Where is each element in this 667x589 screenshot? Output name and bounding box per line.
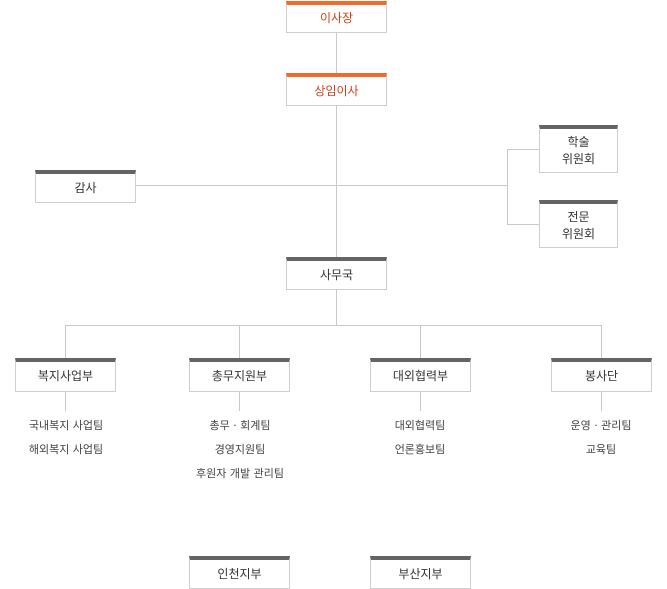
department-general-affairs-box: 총무지원부 [189, 358, 290, 392]
connector-department-bus [65, 325, 602, 326]
connector-committee-vertical [507, 149, 508, 225]
team-education: 교육팀 [585, 443, 617, 456]
executive-director-box: 상임이사 [286, 73, 387, 106]
department-external-cooperation-box: 대외협력부 [370, 358, 471, 392]
expert-committee-box: 전문 위원회 [539, 200, 618, 248]
branch-incheon-box: 인천지부 [189, 556, 290, 589]
team-donor-development: 후원자 개발 관리팀 [196, 467, 284, 480]
connector-department-volunteer [601, 325, 602, 359]
connector-auditor-committees [135, 185, 507, 186]
team-overseas-welfare: 해외복지 사업팀 [28, 443, 104, 456]
team-domestic-welfare: 국내복지 사업팀 [28, 419, 104, 432]
volunteer-corps-team-list: 운영 · 관리팀 교육팀 [521, 414, 667, 462]
connector-general-teams [239, 391, 240, 411]
team-public-relations: 언론홍보팀 [394, 443, 446, 456]
connector-welfare-teams [65, 391, 66, 411]
connector-external-teams [420, 391, 421, 411]
secretariat-box: 사무국 [286, 257, 387, 290]
welfare-team-list: 국내복지 사업팀 해외복지 사업팀 [0, 414, 146, 462]
connector-volunteer-teams [601, 391, 602, 411]
connector-academic-committee [507, 149, 539, 150]
team-general-accounting: 총무 · 회계팀 [209, 419, 271, 432]
team-operations-management: 운영 · 관리팀 [570, 419, 632, 432]
connector-expert-committee [507, 224, 539, 225]
connector-executive-secretariat [336, 105, 337, 258]
connector-department-external [420, 325, 421, 359]
academic-committee-box: 학술 위원회 [539, 125, 618, 173]
department-volunteer-corps-box: 봉사단 [551, 358, 652, 392]
external-cooperation-team-list: 대외협력팀 언론홍보팀 [340, 414, 500, 462]
general-affairs-team-list: 총무 · 회계팀 경영지원팀 후원자 개발 관리팀 [160, 414, 320, 486]
connector-chairman-executive [336, 32, 337, 74]
team-external-cooperation: 대외협력팀 [394, 419, 446, 432]
branch-busan-box: 부산지부 [370, 556, 471, 589]
chairman-box: 이사장 [286, 1, 387, 33]
connector-department-welfare [65, 325, 66, 359]
connector-department-general [239, 325, 240, 359]
auditor-box: 감사 [35, 170, 136, 203]
team-management-support: 경영지원팀 [214, 443, 266, 456]
department-welfare-box: 복지사업부 [15, 358, 116, 392]
connector-secretariat-down [336, 289, 337, 325]
